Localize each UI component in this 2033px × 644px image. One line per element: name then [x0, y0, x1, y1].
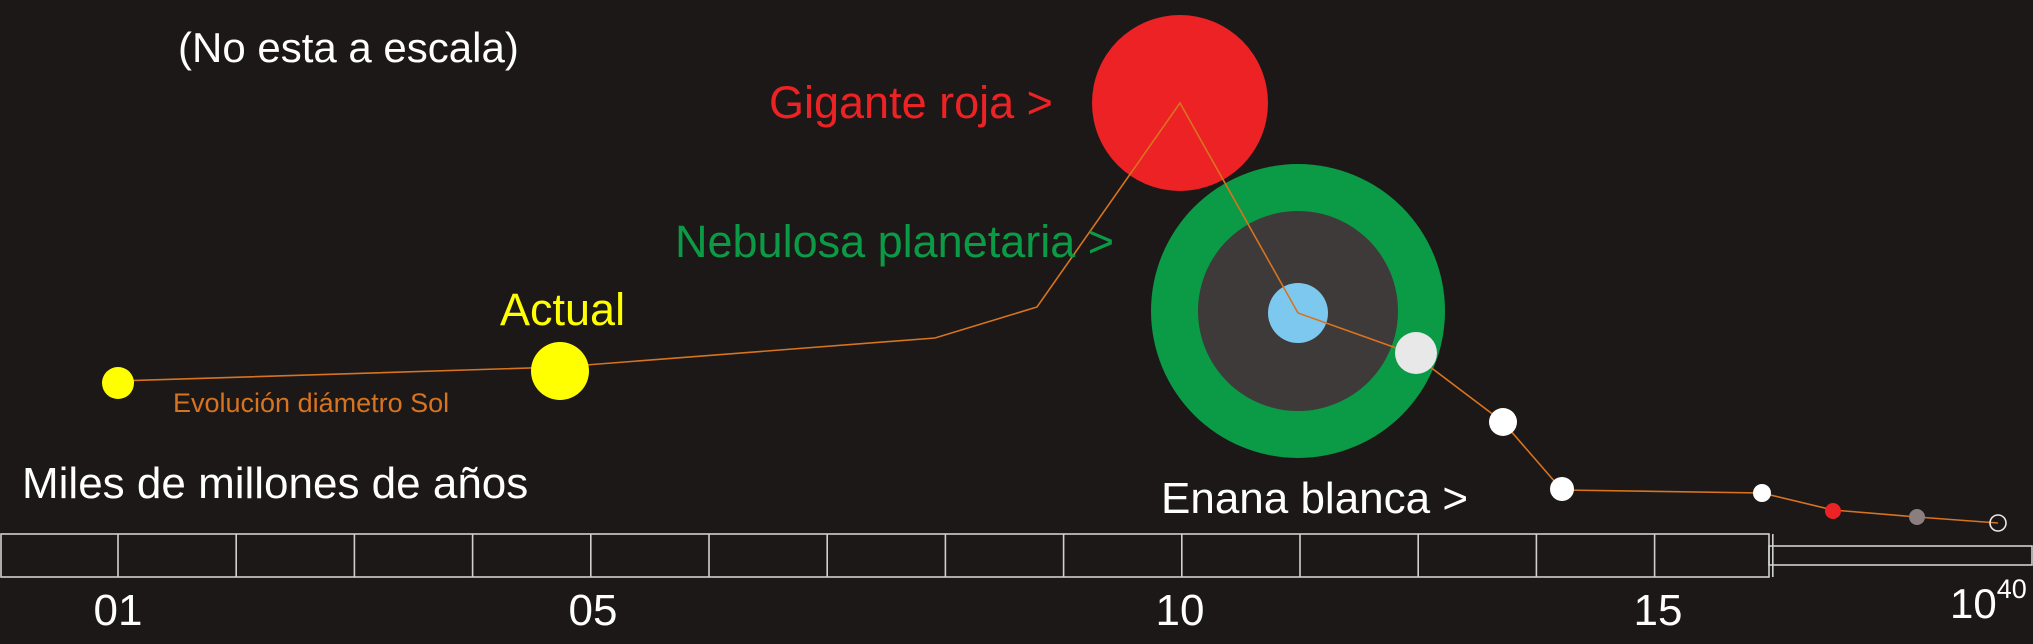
tick-label-end-exponent: 40	[1997, 574, 2027, 604]
white-dwarf-marker-1	[1395, 332, 1437, 374]
timeline-extension	[1768, 545, 2033, 566]
tick-label-end: 1040	[1950, 574, 2027, 627]
tick-label-end-base: 10	[1950, 580, 1997, 627]
planetary-nebula-label: Nebulosa planetaria >	[675, 216, 1114, 267]
white-dwarf-label: Enana blanca >	[1161, 474, 1468, 523]
tick-label-10: 10	[1156, 586, 1205, 635]
time-axis-title: Miles de millones de años	[22, 459, 528, 508]
timeline-axis	[0, 533, 2033, 578]
current-sun-marker	[531, 342, 589, 400]
timeline-tick-lines	[117, 534, 1774, 577]
white-dwarf-marker-2	[1489, 408, 1517, 436]
red-dwarf-remnant-marker	[1825, 503, 1841, 519]
tick-label-15: 15	[1634, 586, 1683, 635]
white-dwarf-marker-4	[1753, 484, 1771, 502]
not-to-scale-note: (No esta a escala)	[178, 24, 519, 71]
current-label: Actual	[500, 284, 625, 335]
early-sun-marker	[102, 367, 134, 399]
diameter-evolution-label: Evolución diámetro Sol	[173, 388, 449, 418]
tick-label-05: 05	[569, 586, 618, 635]
red-giant-label: Gigante roja >	[769, 77, 1053, 128]
white-dwarf-marker-3	[1550, 477, 1574, 501]
cooling-dwarf-marker	[1909, 509, 1925, 525]
black-dwarf-marker	[1989, 514, 2007, 532]
tick-label-01: 01	[94, 586, 143, 635]
